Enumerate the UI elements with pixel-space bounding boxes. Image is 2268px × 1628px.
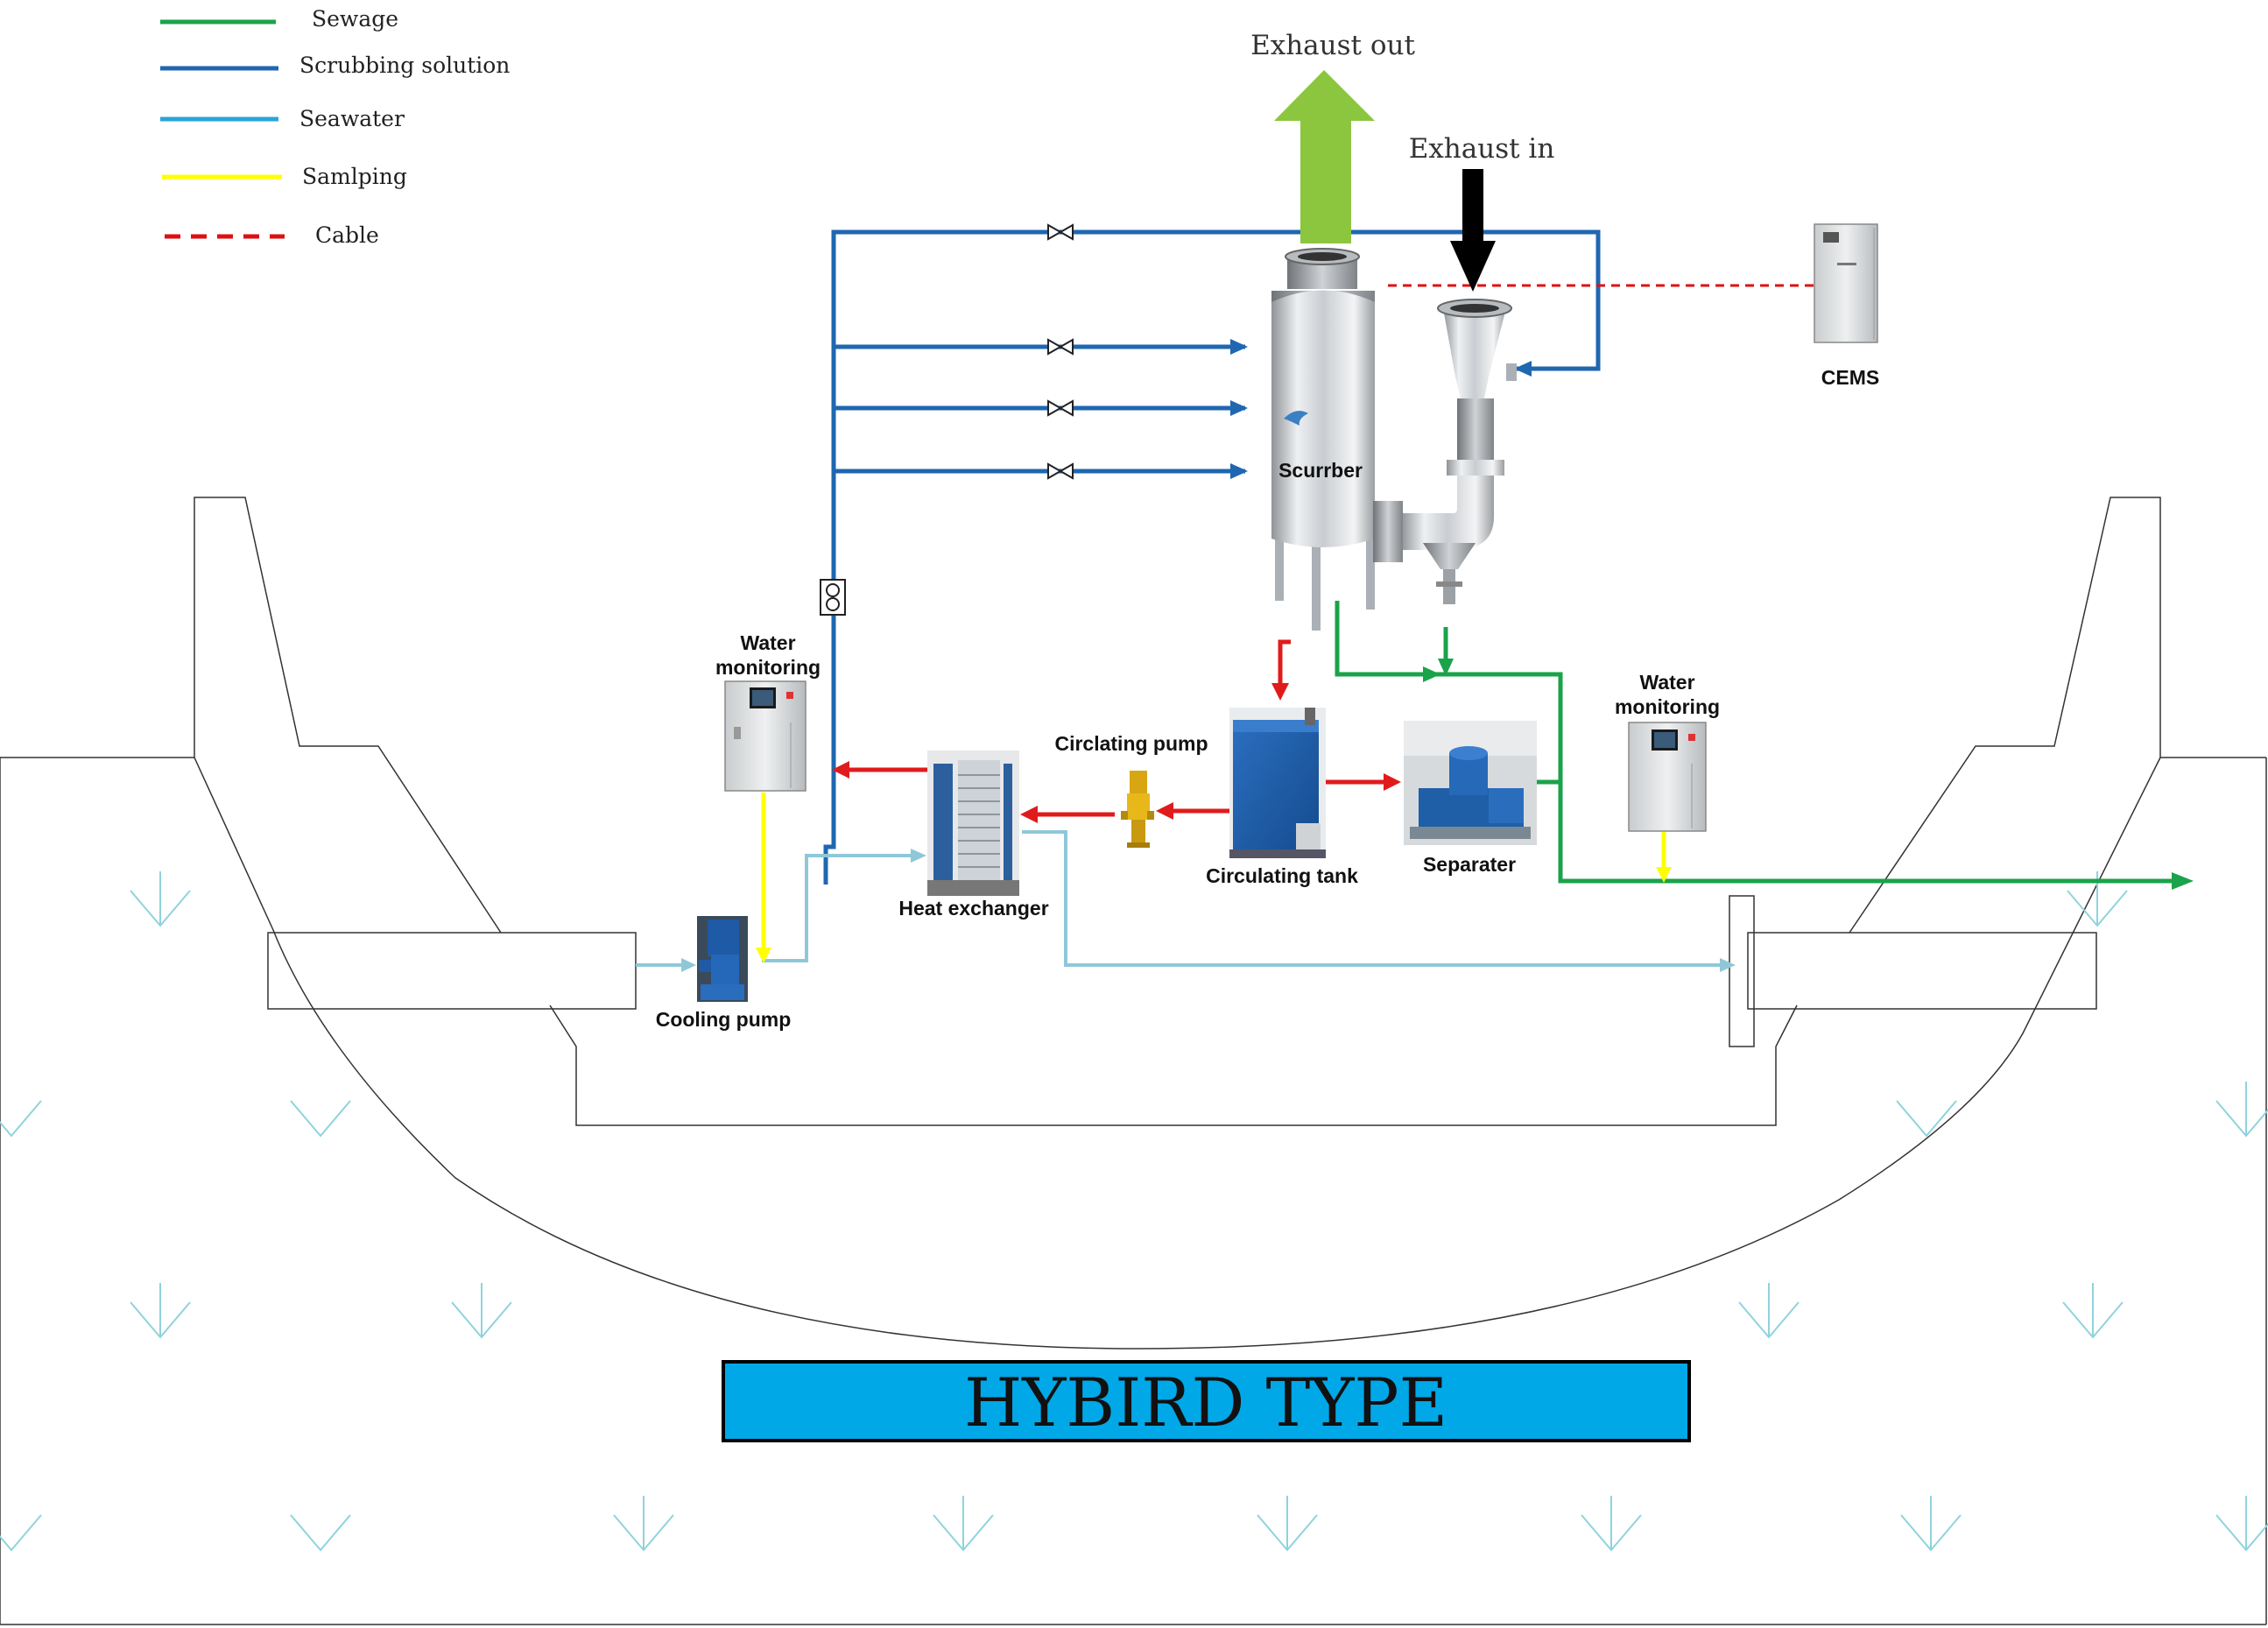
down-arrow-water-icon [1581, 1496, 1642, 1552]
heat-exchanger [927, 751, 1019, 896]
water-monitoring-left [724, 680, 806, 792]
exhaust-in-label: Exhaust in [1409, 133, 1555, 165]
legend: Sewage Scrubbing solution Seawater Samlp… [160, 6, 510, 248]
down-arrow-water-icon [130, 1283, 191, 1339]
down-arrow-water-icon [130, 871, 191, 927]
legend-label-sampling: Samlping [302, 164, 407, 189]
scrubber-unit [1271, 248, 1517, 631]
down-arrow-water-icon [933, 1496, 994, 1552]
flow-meter-icon [820, 579, 846, 616]
exhaust-out-arrow [1274, 70, 1375, 243]
legend-label-scrubbing: Scrubbing solution [299, 53, 510, 78]
water-monitoring-left-label-1: Water [740, 631, 795, 654]
down-arrow-water-icon [1738, 1283, 1800, 1339]
seawater-pipes [636, 830, 1727, 967]
down-arrow-water-icon [290, 1514, 351, 1552]
down-arrow-water-icon [2062, 1283, 2124, 1339]
down-arrow-water-icon [1896, 1100, 1957, 1138]
water-monitoring-right-label-2: monitoring [1615, 695, 1720, 718]
ship-hull [0, 497, 2267, 1625]
down-arrow-water-icon [451, 1283, 512, 1339]
exhaust-in-arrow [1450, 169, 1496, 292]
circulation-arrowheads [832, 683, 1401, 823]
water-arrows [0, 871, 2268, 1552]
seawater-arrowheads [681, 849, 1736, 972]
down-arrow-water-icon [613, 1496, 674, 1552]
down-arrow-water-icon [2215, 1496, 2268, 1552]
sewage-pipes [1335, 601, 2172, 884]
cems-cabinet [1814, 223, 1878, 343]
down-arrow-water-icon [1257, 1496, 1318, 1552]
water-monitoring-right-label-1: Water [1639, 671, 1694, 694]
valve-icon [1047, 399, 1074, 417]
valve-icon [1047, 338, 1074, 356]
heat-exchanger-label: Heat exchanger [898, 897, 1048, 920]
water-monitoring-left-label-2: monitoring [715, 656, 821, 679]
valve-icon [1047, 223, 1074, 241]
overboard-flange [1729, 895, 1755, 1047]
separator-label: Separater [1423, 853, 1516, 876]
sea-chest-left [267, 932, 637, 1010]
legend-label-cable: Cable [315, 222, 379, 248]
circulating-pump-label: Circlating pump [1054, 732, 1208, 755]
exhaust-out-label: Exhaust out [1250, 30, 1415, 61]
sampling-lines [761, 793, 1666, 951]
water-monitoring-right [1628, 722, 1707, 832]
sea-chest-right [1747, 932, 2097, 1010]
scrubbing-solution-pipes [823, 229, 1601, 884]
scrubbing-arrowheads [1230, 339, 1532, 479]
separator [1404, 721, 1537, 845]
title-banner [722, 1360, 1691, 1442]
legend-label-seawater: Seawater [299, 106, 405, 131]
scrubber-label: Scurrber [1278, 459, 1363, 482]
diagram-title: HYBIRD TYPE [964, 1364, 1447, 1441]
down-arrow-water-icon [0, 1514, 42, 1552]
cooling-pump-label: Cooling pump [656, 1008, 792, 1031]
down-arrow-water-icon [1900, 1496, 1962, 1552]
circulation-pipes [845, 639, 1386, 817]
circulating-tank [1229, 708, 1326, 858]
valves [1047, 223, 1074, 480]
sampling-arrowheads [756, 867, 1672, 963]
circulating-pump [1121, 768, 1154, 849]
circulating-tank-label: Circulating tank [1206, 864, 1358, 887]
legend-label-sewage: Sewage [312, 6, 398, 32]
sewage-arrowheads [1423, 659, 2194, 890]
down-arrow-water-icon [0, 1100, 42, 1138]
cems-label: CEMS [1821, 366, 1879, 389]
down-arrow-water-icon [2215, 1082, 2268, 1138]
cooling-pump [697, 916, 748, 1002]
valve-icon [1047, 462, 1074, 480]
down-arrow-water-icon [290, 1100, 351, 1138]
